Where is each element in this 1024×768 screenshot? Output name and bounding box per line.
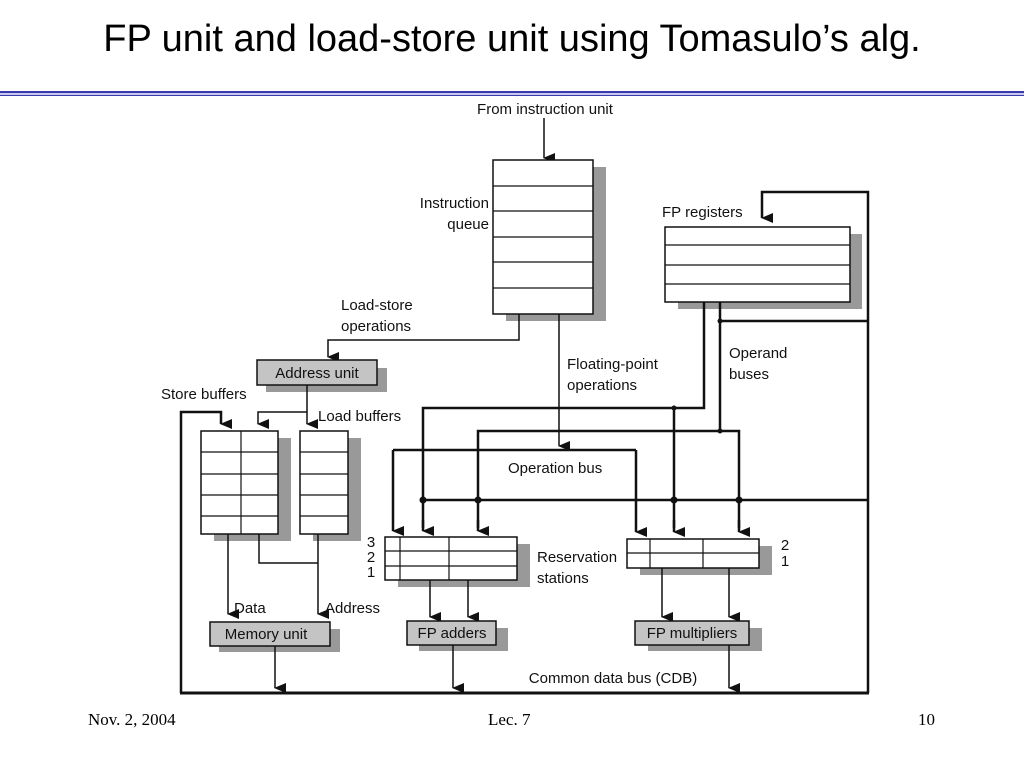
fp-ops-label-2: operations [567, 377, 637, 394]
reservation-stations-label-1: Reservation [537, 549, 617, 566]
address-label: Address [325, 600, 380, 617]
adder-rs-number-2: 2 [367, 549, 375, 566]
load-store-ops-arrow [327, 314, 520, 362]
fp-ops-label-1: Floating-point [567, 356, 659, 373]
slide-title: FP unit and load-store unit using Tomasu… [103, 18, 921, 60]
memory-unit [209, 621, 340, 652]
reservation-stations-label-2: stations [537, 570, 589, 587]
address-unit [256, 359, 387, 392]
from-instruction-unit-label: From instruction unit [477, 101, 614, 118]
instruction-queue-label-1: Instruction [420, 195, 489, 212]
address-to-store-buffers [257, 411, 307, 429]
multiplier-reservation-stations [626, 538, 772, 575]
load-store-ops-label-2: operations [341, 318, 411, 335]
data-label: Data [234, 600, 266, 617]
mult-rs-number-2: 2 [781, 537, 789, 554]
instruction-queue [492, 159, 606, 321]
adder-reservation-stations [384, 536, 530, 587]
operand-bus-arrows [421, 520, 750, 537]
fp-registers-label: FP registers [662, 204, 743, 221]
fp-registers [664, 226, 862, 309]
mult-rs-number-1: 1 [781, 553, 789, 570]
address-unit-label: Address unit [275, 365, 359, 382]
load-store-ops-label-1: Load-store [341, 297, 413, 314]
operand-buses-label-2: buses [729, 366, 769, 383]
load-buffers [299, 430, 361, 541]
store-buffers [200, 430, 291, 541]
footer-lecture: Lec. 7 [488, 710, 531, 729]
cdb-label: Common data bus (CDB) [529, 670, 697, 687]
adder-rs-number-1: 1 [367, 564, 375, 581]
fp-adders-label: FP adders [418, 625, 487, 642]
title-rule [0, 91, 1024, 93]
operand-buses-label-1: Operand [729, 345, 787, 362]
adder-rs-number-3: 3 [367, 534, 375, 551]
title-rule-light [0, 93, 1024, 95]
footer-date: Nov. 2, 2004 [88, 710, 176, 729]
junction-dots [419, 318, 743, 504]
load-buffers-label: Load buffers [318, 408, 401, 425]
memory-unit-label: Memory unit [225, 626, 308, 643]
cdb-to-fp-registers [760, 190, 870, 693]
footer-page-number: 10 [918, 710, 935, 729]
operand-buses [421, 302, 868, 528]
store-buffers-label: Store buffers [161, 386, 247, 403]
store-address-line [258, 534, 318, 564]
fp-multipliers-unit [634, 620, 762, 651]
instruction-queue-label-2: queue [447, 216, 489, 233]
cdb-to-store-buffers [179, 410, 232, 693]
fp-multipliers-label: FP multipliers [647, 625, 738, 642]
fp-adders-unit [406, 620, 508, 651]
title-rule-bottom [0, 95, 1024, 96]
operation-bus-label: Operation bus [508, 460, 602, 477]
